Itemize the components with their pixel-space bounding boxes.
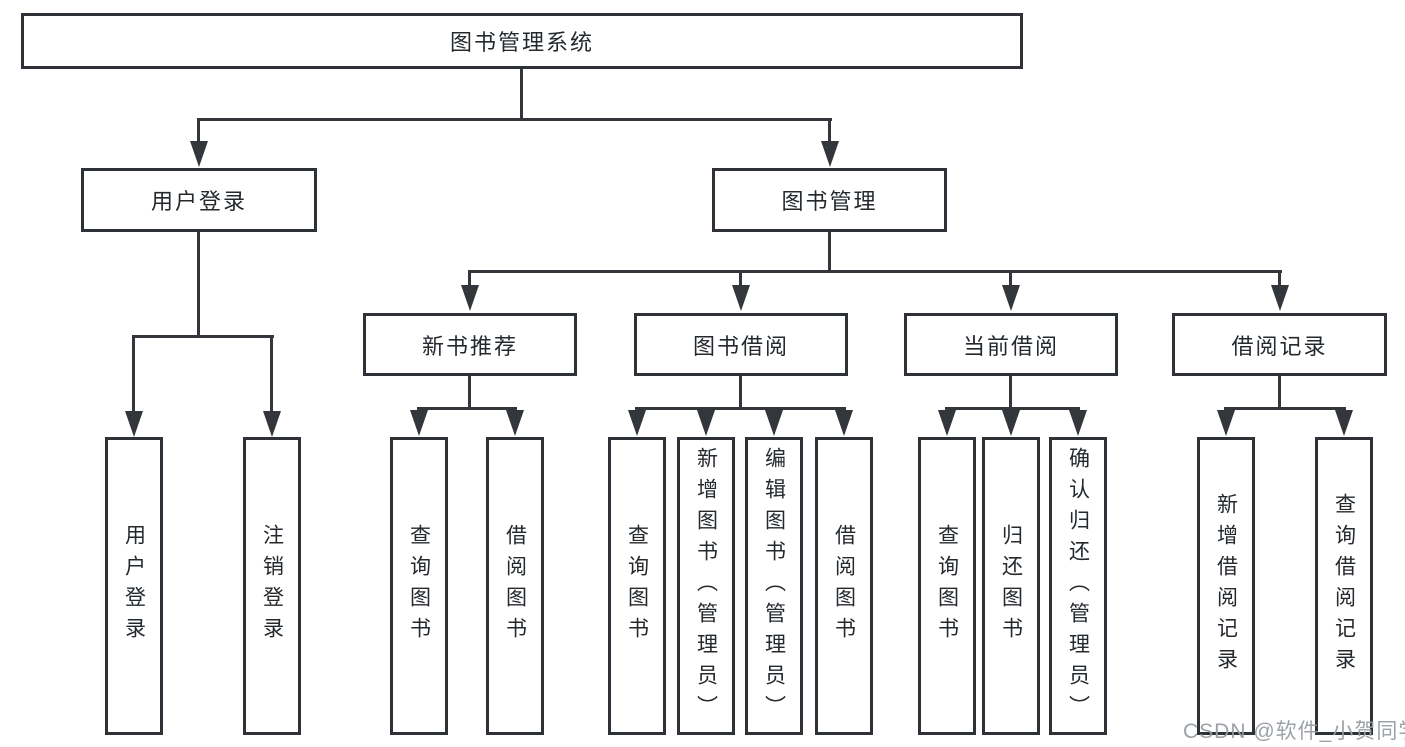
connector-vline bbox=[1009, 270, 1012, 288]
node-label: 借阅记录 bbox=[1231, 333, 1328, 359]
connector-vline bbox=[828, 118, 831, 145]
leaf-label: 归还图书 bbox=[999, 524, 1023, 648]
node-label: 图书管理 bbox=[781, 189, 878, 214]
connector-vline bbox=[739, 270, 742, 288]
connector-hline bbox=[468, 270, 1282, 273]
leaf-user-login: 用户登录 bbox=[105, 437, 163, 735]
node-label: 新书推荐 bbox=[421, 333, 518, 359]
node-root: 图书管理系统 bbox=[21, 13, 1023, 69]
arrowhead-down bbox=[410, 410, 428, 436]
arrowhead-down bbox=[1002, 410, 1020, 436]
connector-vline bbox=[520, 69, 523, 119]
connector-hline bbox=[1224, 407, 1346, 410]
arrowhead-down bbox=[821, 141, 839, 167]
connector-vline bbox=[132, 335, 135, 413]
node-current-borrow: 当前借阅 bbox=[904, 313, 1118, 376]
leaf-borrow-books-recommend: 借阅图书 bbox=[486, 437, 544, 735]
connector-vline bbox=[828, 232, 831, 273]
leaf-query-books-borrow: 查询图书 bbox=[608, 437, 666, 735]
connector-vline bbox=[468, 270, 471, 288]
leaf-label: 借阅图书 bbox=[832, 524, 856, 648]
arrowhead-down bbox=[835, 410, 853, 436]
arrowhead-down bbox=[1069, 410, 1087, 436]
arrowhead-down bbox=[765, 410, 783, 436]
connector-hline bbox=[635, 407, 846, 410]
connector-vline bbox=[197, 118, 200, 145]
csdn-watermark: CSDN @软件_小贺同学 bbox=[1183, 720, 1405, 743]
leaf-label: 借阅图书 bbox=[503, 524, 527, 648]
connector-vline bbox=[1278, 270, 1281, 288]
leaf-return-book: 归还图书 bbox=[982, 437, 1040, 735]
leaf-label: 新增借阅记录 bbox=[1214, 493, 1238, 679]
leaf-logout: 注销登录 bbox=[243, 437, 301, 735]
arrowhead-down bbox=[125, 411, 143, 437]
connector-vline bbox=[468, 376, 471, 410]
connector-vline bbox=[1278, 376, 1281, 410]
arrowhead-down bbox=[1271, 285, 1289, 311]
leaf-borrow-books: 借阅图书 bbox=[815, 437, 873, 735]
arrowhead-down bbox=[461, 285, 479, 311]
node-user-login: 用户登录 bbox=[81, 168, 317, 232]
arrowhead-down bbox=[506, 410, 524, 436]
connector-vline bbox=[197, 232, 200, 337]
arrowhead-down bbox=[1002, 285, 1020, 311]
leaf-label: 用户登录 bbox=[122, 524, 146, 648]
leaf-confirm-return-admin: 确认归还（管理员） bbox=[1049, 437, 1107, 735]
connector-hline bbox=[417, 407, 517, 410]
leaf-label: 查询图书 bbox=[935, 524, 959, 648]
arrowhead-down bbox=[1335, 410, 1353, 436]
leaf-label: 编辑图书（管理员） bbox=[762, 446, 786, 726]
node-new-book-recommend: 新书推荐 bbox=[363, 313, 577, 376]
node-label: 图书借阅 bbox=[692, 333, 789, 359]
connector-hline bbox=[945, 407, 1080, 410]
arrowhead-down bbox=[628, 410, 646, 436]
arrowhead-down bbox=[732, 285, 750, 311]
connector-hline bbox=[132, 335, 274, 338]
leaf-edit-book-admin: 编辑图书（管理员） bbox=[745, 437, 803, 735]
connector-hline bbox=[197, 118, 832, 121]
leaf-label: 新增图书（管理员） bbox=[694, 446, 718, 726]
node-label: 当前借阅 bbox=[962, 333, 1059, 359]
leaf-label: 注销登录 bbox=[260, 524, 284, 648]
connector-vline bbox=[270, 335, 273, 413]
connector-vline bbox=[1009, 376, 1012, 410]
node-borrow-records: 借阅记录 bbox=[1172, 313, 1387, 376]
leaf-add-borrow-record: 新增借阅记录 bbox=[1197, 437, 1255, 735]
leaf-query-borrow-record: 查询借阅记录 bbox=[1315, 437, 1373, 735]
arrowhead-down bbox=[263, 411, 281, 437]
arrowhead-down bbox=[938, 410, 956, 436]
leaf-add-book-admin: 新增图书（管理员） bbox=[677, 437, 735, 735]
leaf-label: 确认归还（管理员） bbox=[1066, 446, 1090, 726]
leaf-label: 查询借阅记录 bbox=[1332, 493, 1356, 679]
node-book-management: 图书管理 bbox=[712, 168, 947, 232]
node-label: 用户登录 bbox=[150, 189, 247, 214]
arrowhead-down bbox=[1217, 410, 1235, 436]
leaf-query-books-current: 查询图书 bbox=[918, 437, 976, 735]
node-label: 图书管理系统 bbox=[449, 30, 594, 55]
leaf-label: 查询图书 bbox=[625, 524, 649, 648]
arrowhead-down bbox=[697, 410, 715, 436]
leaf-query-books-recommend: 查询图书 bbox=[390, 437, 448, 735]
connector-vline bbox=[739, 376, 742, 410]
arrowhead-down bbox=[190, 141, 208, 167]
leaf-label: 查询图书 bbox=[407, 524, 431, 648]
node-book-borrow: 图书借阅 bbox=[634, 313, 848, 376]
